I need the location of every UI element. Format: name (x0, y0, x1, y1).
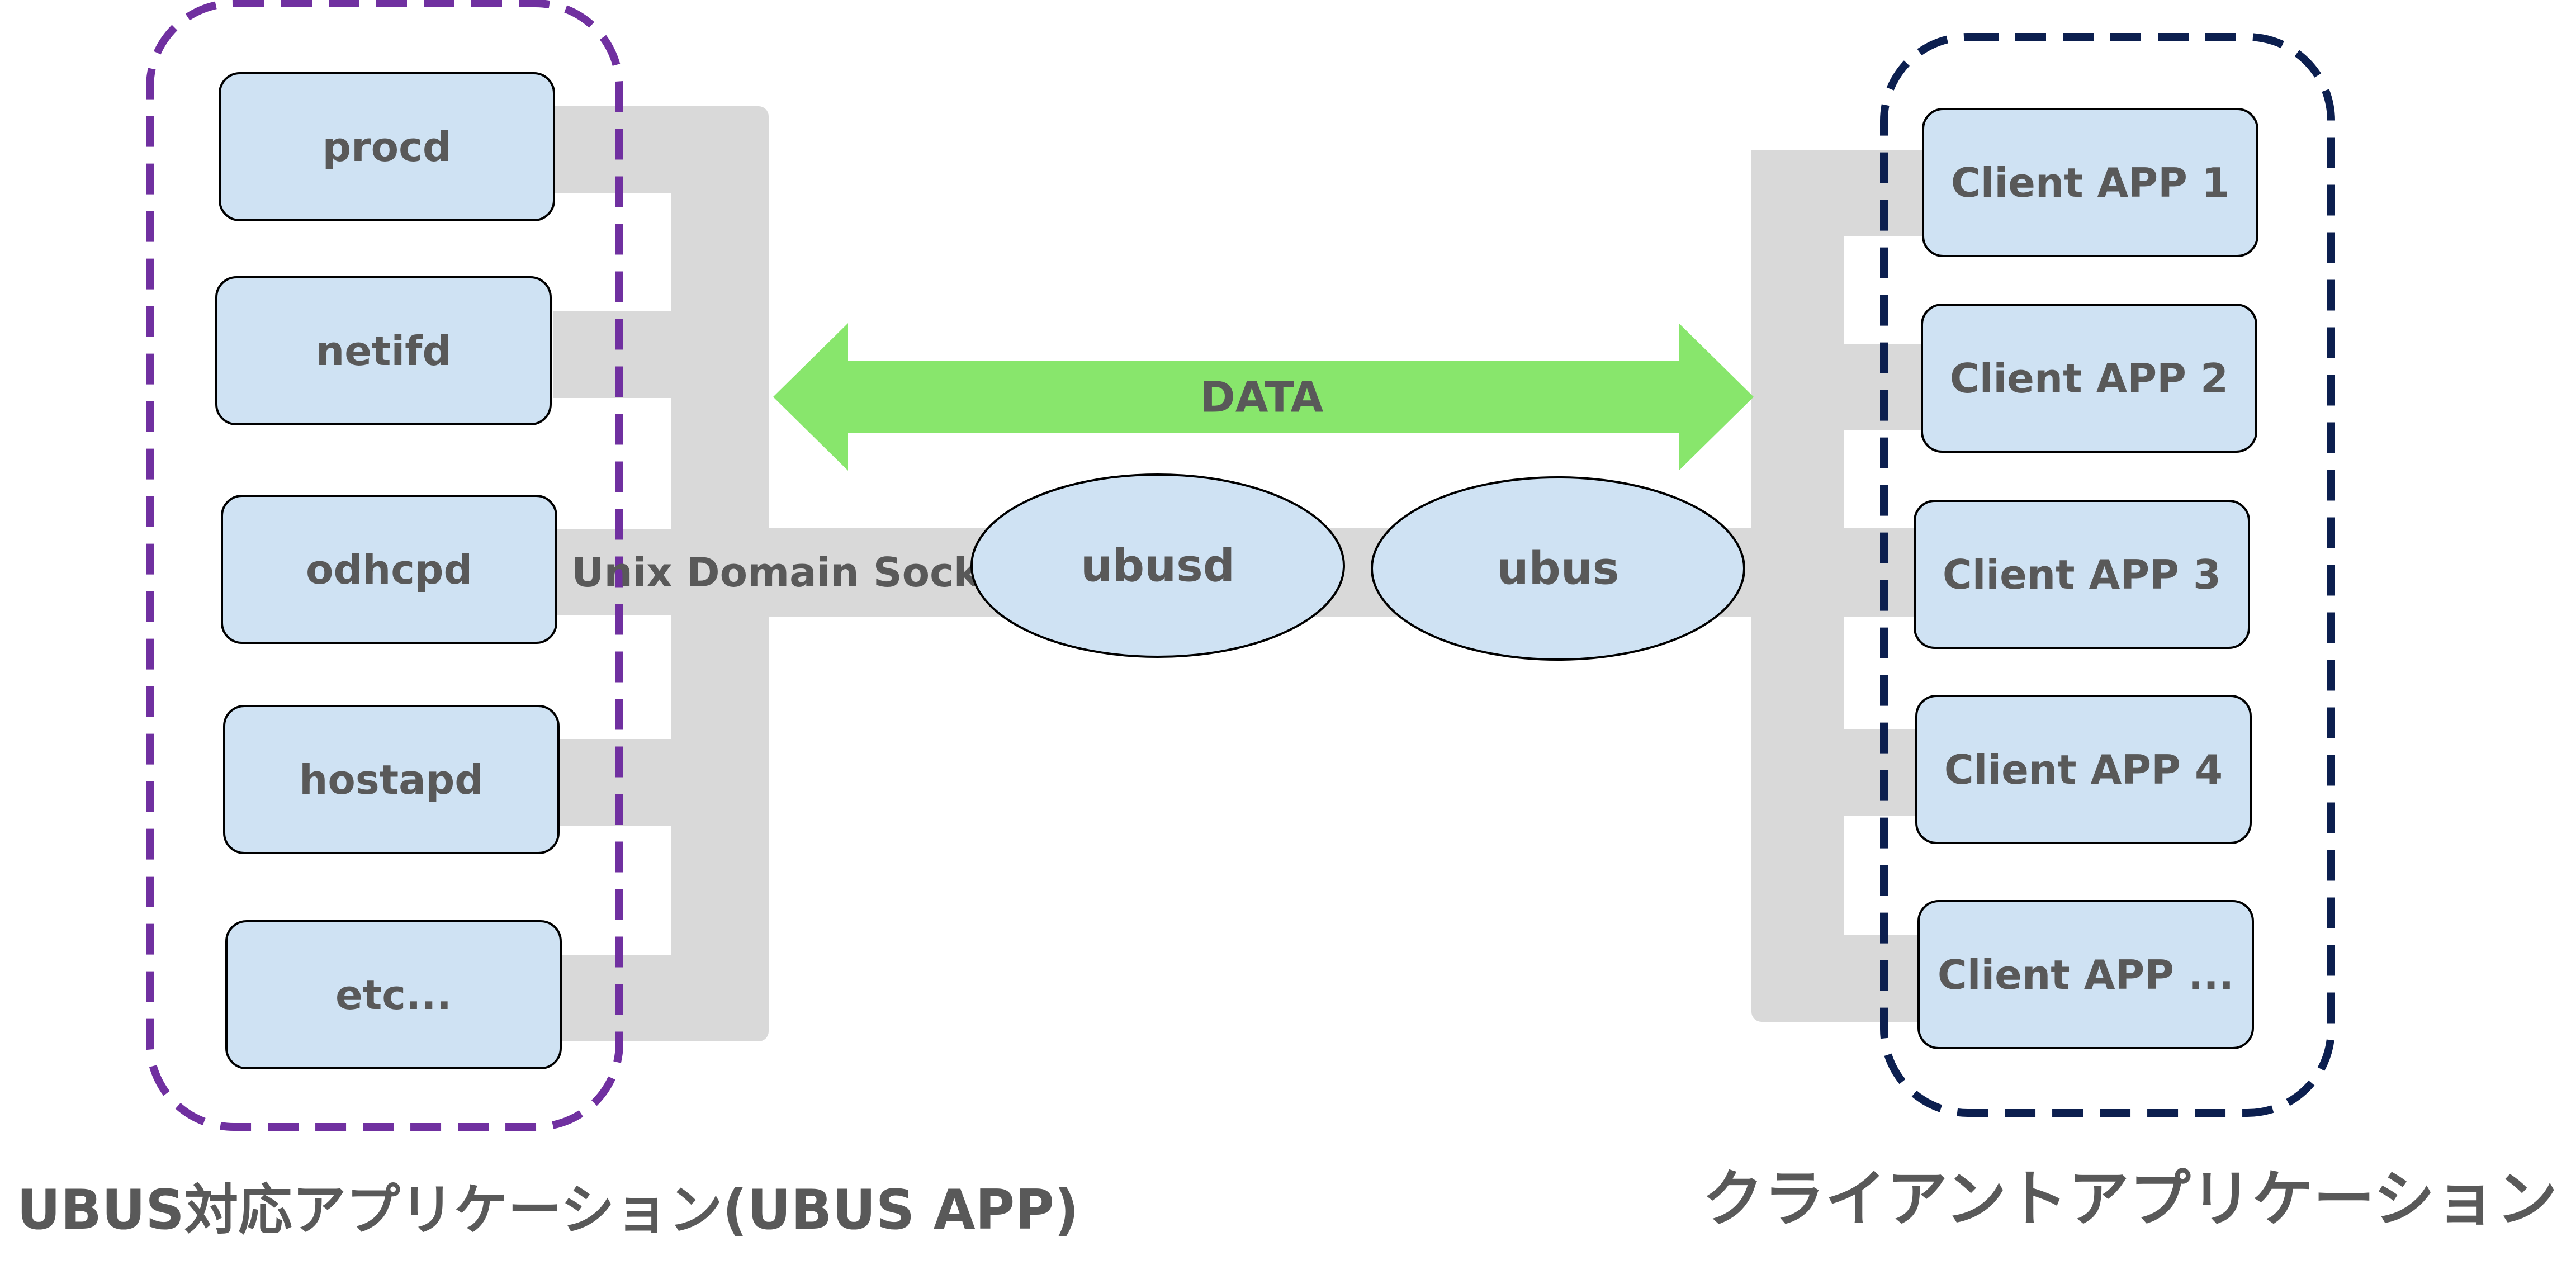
client-app-label: Client APP 1 (1951, 159, 2229, 206)
server-app-box (223, 705, 560, 854)
client-app-4: Client APP 4 (1915, 695, 2252, 844)
server-apps-caption: UBUS対応アプリケーション(UBUS APP) (17, 1178, 1079, 1242)
client-bus-stub-3 (1822, 529, 1931, 615)
server-app-odhcpd: odhcpd (221, 495, 557, 644)
client-apps-group-border (1880, 33, 2335, 1117)
data-arrow: DATA (773, 323, 1754, 471)
client-app-label: Client APP ... (1938, 951, 2234, 998)
client-app-5: Client APP ... (1917, 900, 2254, 1049)
server-app-procd: procd (219, 72, 555, 221)
ubusd-ellipse (970, 473, 1345, 658)
ubus-label: ubus (1497, 543, 1620, 595)
client-app-1: Client APP 1 (1922, 108, 2258, 257)
server-app-netifd: netifd (215, 276, 552, 425)
client-app-label: Client APP 4 (1944, 746, 2223, 793)
data-label: DATA (1200, 372, 1324, 422)
client-bus (1751, 150, 1931, 1022)
server-app-label: procd (323, 124, 452, 170)
server-bus-stub-odhcpd (553, 529, 699, 615)
client-app-box (1915, 695, 2252, 844)
client-apps-caption: クライアントアプリケーション (1702, 1163, 2558, 1235)
client-app-box (1914, 500, 2250, 649)
client-app-3: Client APP 3 (1914, 500, 2250, 649)
client-app-label: Client APP 2 (1950, 355, 2228, 402)
socket-label: Unix Domain Socket (571, 549, 1026, 596)
client-bus-stub-1 (1751, 150, 1931, 236)
server-app-etc: etc... (225, 920, 562, 1069)
server-app-box (225, 920, 562, 1069)
client-bus-stub-4 (1822, 729, 1931, 816)
client-app-box (1922, 108, 2258, 257)
client-app-box (1917, 900, 2254, 1049)
server-app-box (219, 72, 555, 221)
server-app-label: odhcpd (306, 546, 472, 593)
server-app-label: etc... (335, 972, 452, 1018)
server-app-hostapd: hostapd (223, 705, 560, 854)
server-app-label: netifd (316, 328, 451, 375)
client-app-box (1921, 304, 2257, 453)
server-apps-group-border (146, 0, 623, 1131)
client-bus-stub-2 (1822, 344, 1931, 430)
ubusd-daemon: ubusd (970, 473, 1345, 658)
client-app-label: Client APP 3 (1943, 551, 2221, 598)
server-app-box (221, 495, 557, 644)
ubus-ellipse (1371, 476, 1745, 661)
ubusd-label: ubusd (1081, 540, 1235, 592)
client-bus-stub-5 (1822, 935, 1931, 1022)
client-bus-trunk (1751, 150, 1844, 1022)
client-app-2: Client APP 2 (1921, 304, 2257, 453)
double-headed-arrow-icon (773, 323, 1754, 471)
ubus-client-lib: ubus (1371, 476, 1745, 661)
server-app-label: hostapd (299, 756, 484, 803)
server-app-box (215, 276, 552, 425)
